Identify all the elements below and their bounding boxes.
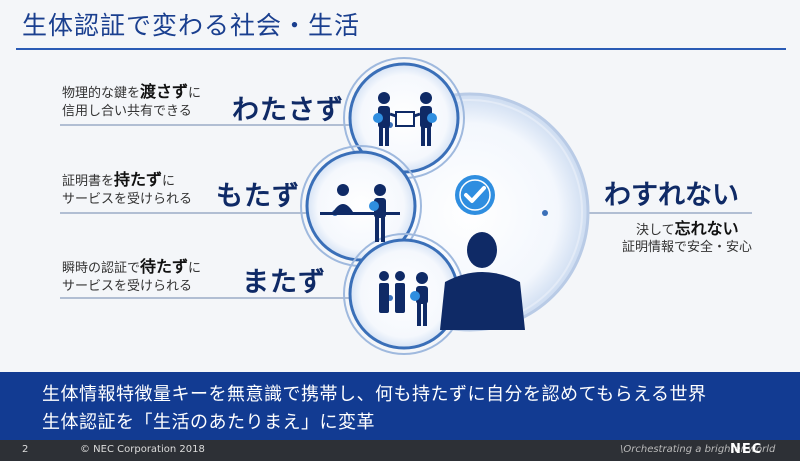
banner-line-2: 生体認証を「生活のあたりまえ」に変革 xyxy=(42,412,375,433)
desc-watasazu: 物理的な鍵を渡さずに 信用し合い共有できる xyxy=(62,82,202,120)
subtext2-wasurenai: 証明情報で安全・安心 xyxy=(622,240,753,255)
headline-motazu: もたず xyxy=(216,181,300,212)
headline-watasazu: わたさず xyxy=(232,95,344,126)
desc-motazu: 証明書を持たずに サービスを受けられる xyxy=(62,170,193,208)
summary-banner: 生体情報特徴量キーを無意識で携帯し、何も持たずに自分を認めてもらえる世界 生体認… xyxy=(0,372,800,440)
diagram xyxy=(60,57,752,355)
headline-matazu: またず xyxy=(242,267,326,298)
desc-matazu: 瞬時の認証で待たずに サービスを受けられる xyxy=(62,257,202,295)
queue-people-icon xyxy=(379,271,428,326)
copyright: © NEC Corporation 2018 xyxy=(80,444,205,455)
banner-line-1: 生体情報特徴量キーを無意識で携帯し、何も持たずに自分を認めてもらえる世界 xyxy=(42,384,707,405)
title-rule xyxy=(16,48,786,50)
footer: 2 © NEC Corporation 2018 \Orchestrating … xyxy=(0,440,800,461)
person-silhouette-icon xyxy=(440,232,525,330)
headline-wasurenai: わすれない xyxy=(604,180,739,211)
check-badge-icon xyxy=(455,175,495,215)
page-number: 2 xyxy=(22,444,29,455)
nec-logo: NEC xyxy=(730,442,763,457)
slide-title: 生体認証で変わる社会・生活 xyxy=(22,11,361,40)
certificate-counter-icon xyxy=(320,184,400,242)
tagline: \Orchestrating a brighter world xyxy=(620,444,776,455)
subtext-wasurenai: 決して忘れない xyxy=(636,219,739,238)
key-handover-icon xyxy=(373,92,437,146)
